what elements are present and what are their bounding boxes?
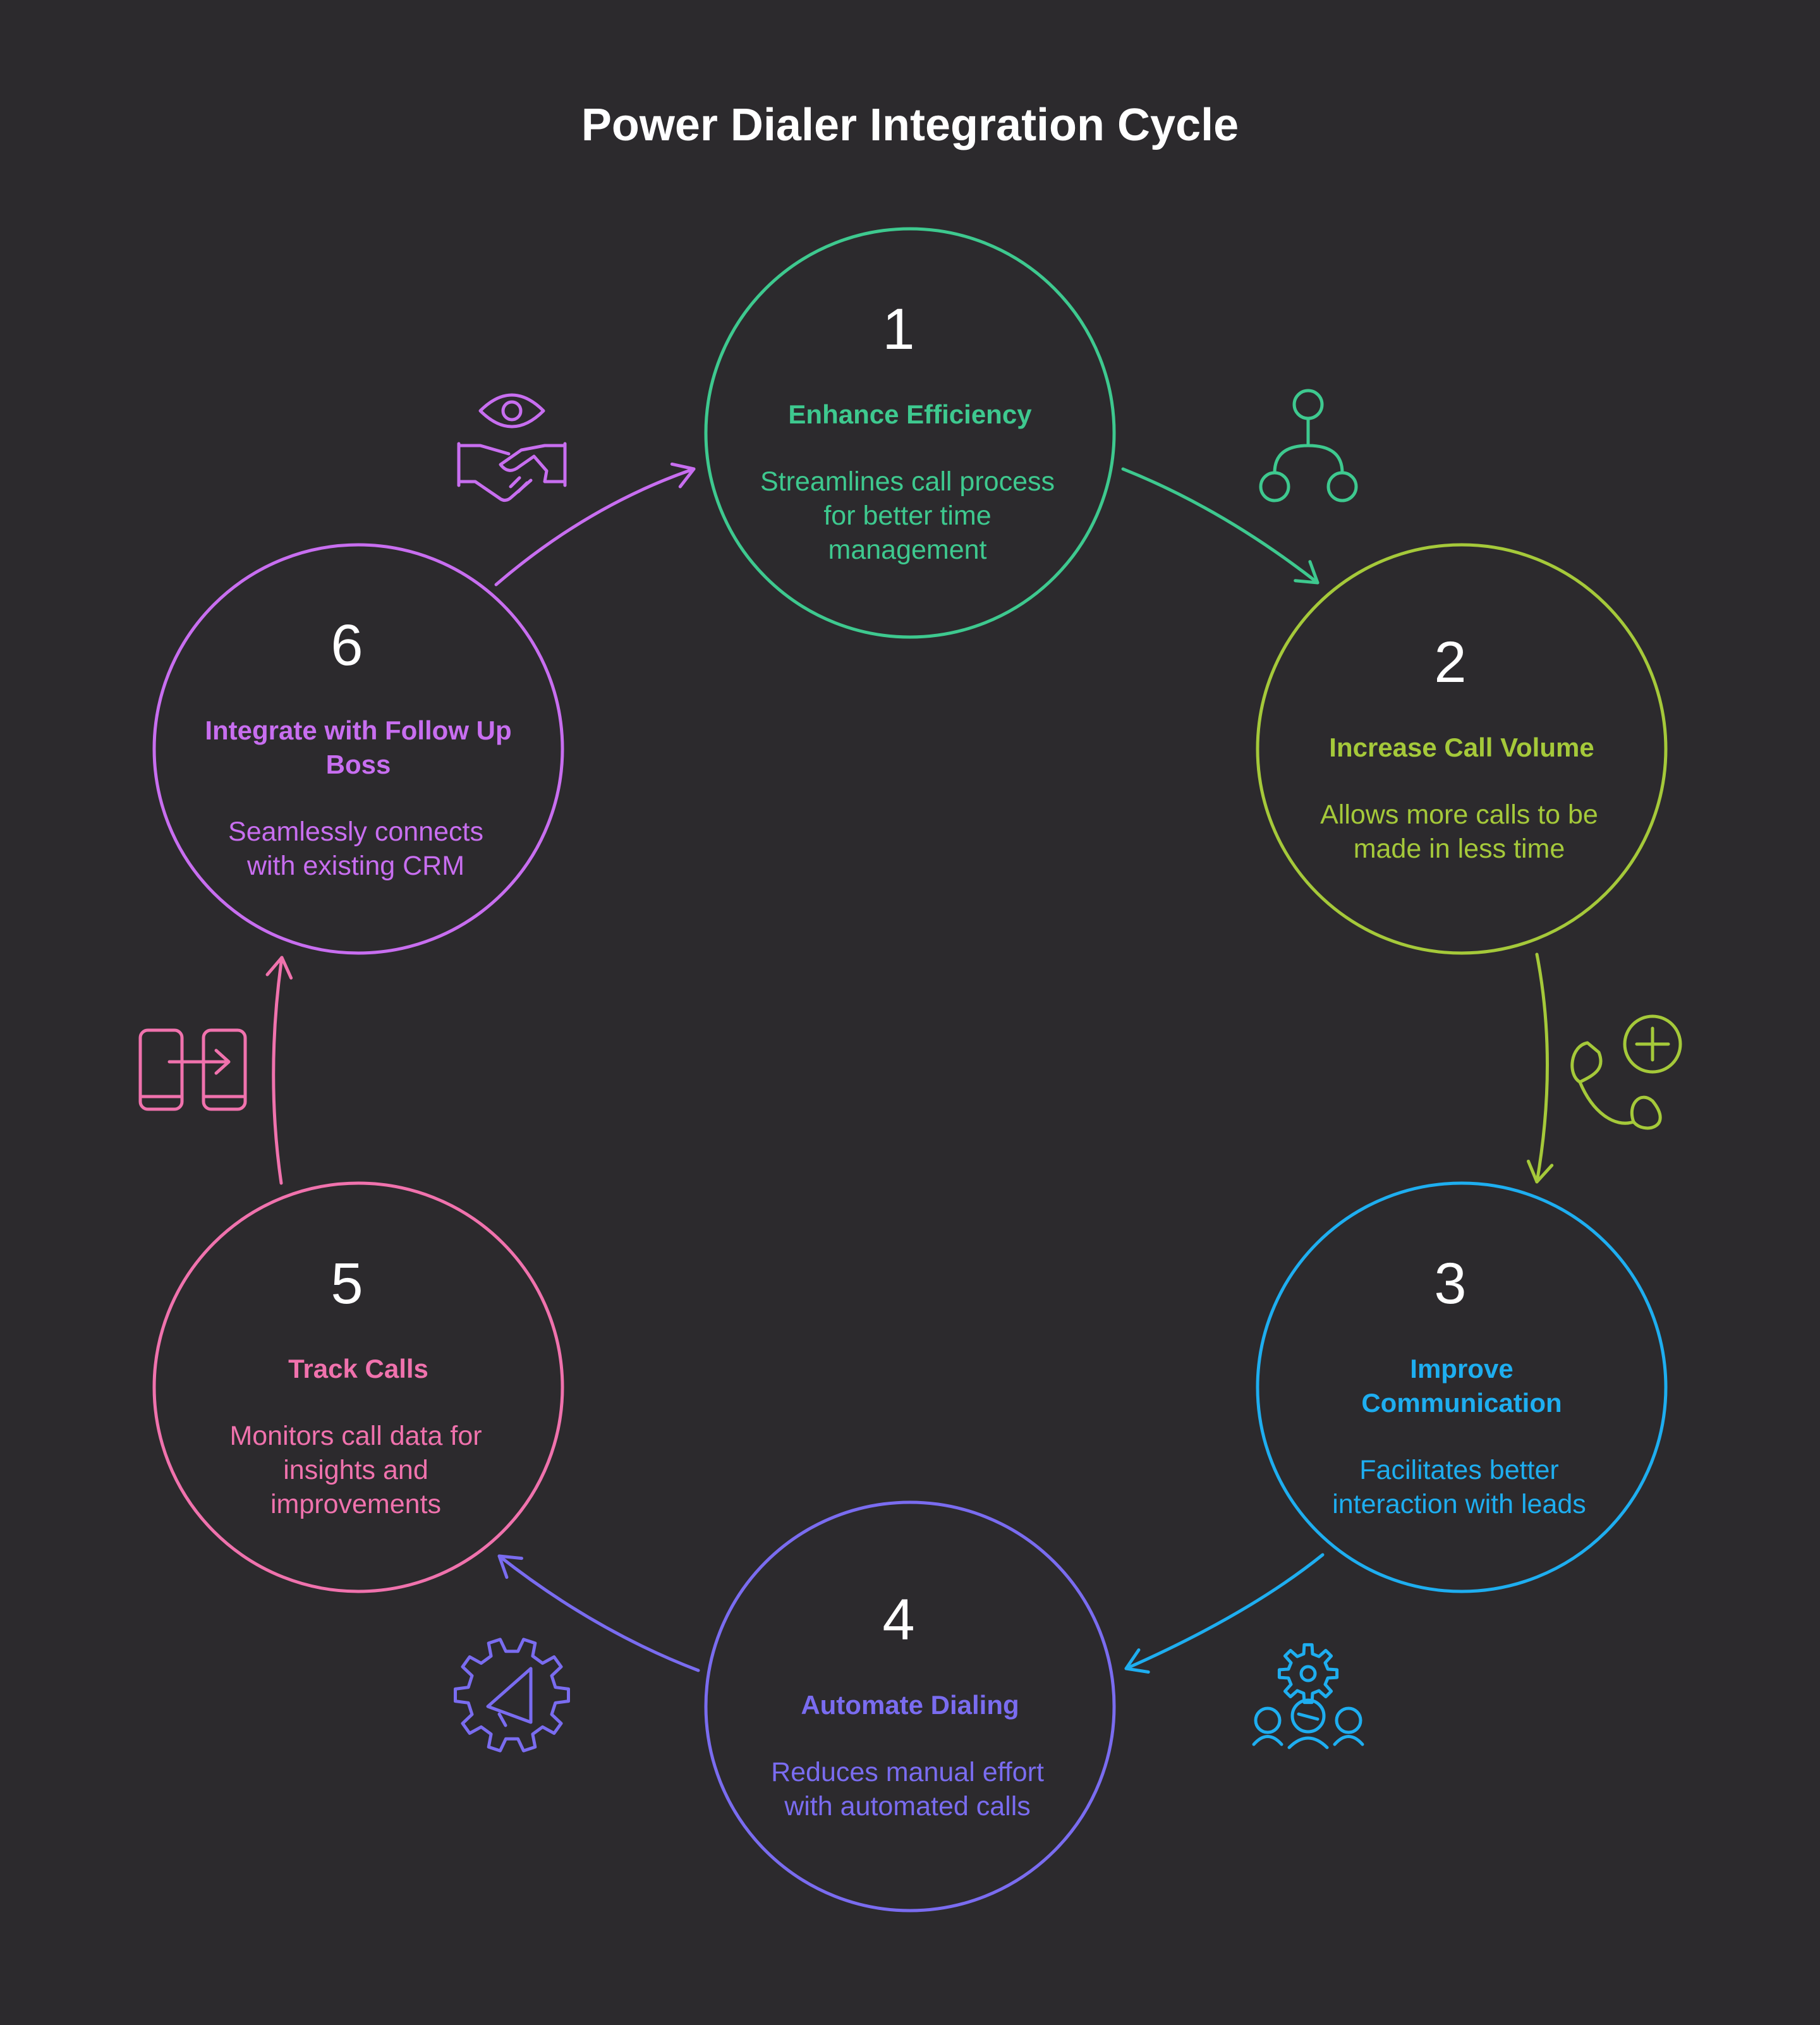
step-number: 6 [331,613,363,678]
hierarchy-icon [1259,389,1358,502]
step-description: Seamlessly connects [228,817,483,847]
cycle-arrow-5 [265,956,293,1185]
step-description: Allows more calls to be [1320,800,1598,830]
step-heading: Enhance Efficiency [788,399,1032,429]
step-ring [704,227,1116,639]
step-description: with existing CRM [246,851,464,881]
step-ring [152,1181,564,1593]
step-number: 1 [882,297,914,362]
step-description: management [828,535,987,565]
phone-transfer-icon [138,1028,247,1111]
step-number: 2 [1434,630,1466,695]
arrowhead [1526,1159,1554,1184]
step-number: 3 [1434,1251,1466,1316]
step-description: with automated calls [784,1791,1031,1821]
handshake-eye-icon [457,393,567,502]
step-heading: Communication [1361,1388,1562,1418]
team-gear-icon [1252,1643,1364,1749]
step-ring [1256,1181,1668,1593]
step-ring [152,543,564,955]
step-description: Reduces manual effort [771,1757,1044,1787]
step-heading: Automate Dialing [801,1690,1019,1720]
step-ring [704,1500,1116,1913]
cycle-arrow-2 [1526,952,1554,1184]
step-description: improvements [270,1489,441,1519]
arrowhead [497,1554,523,1579]
diagram-title: Power Dialer Integration Cycle [581,100,1239,150]
phone-plus-icon [1570,1014,1682,1130]
step-description: interaction with leads [1332,1489,1586,1519]
step-description: Monitors call data for [229,1421,482,1451]
arrowhead [265,956,293,980]
arrowhead [1124,1648,1150,1674]
cycle-arrow-3 [1124,1553,1325,1674]
step-number: 5 [331,1251,363,1316]
cycle-arrow-4 [497,1554,700,1672]
step-heading: Boss [326,750,391,779]
step-number: 4 [882,1588,914,1652]
step-description: insights and [283,1455,428,1485]
step-description: for better time [823,501,991,531]
cycle-arrow-1 [1121,467,1320,585]
arrowhead [1294,560,1320,585]
step-description: Facilitates better [1359,1455,1558,1485]
step-heading: Track Calls [288,1354,428,1383]
step-heading: Increase Call Volume [1329,733,1594,762]
step-ring [1256,543,1668,955]
cycle-arrows [265,462,1554,1674]
step-icons [138,389,1682,1753]
step-heading: Improve [1410,1354,1513,1383]
step-heading: Integrate with Follow Up [205,715,511,745]
cycle-arrow-6 [494,462,696,587]
step-description: Streamlines call process [760,466,1055,497]
gear-megaphone-icon [454,1638,570,1753]
arrowhead [670,462,696,489]
step-description: made in less time [1354,834,1565,864]
